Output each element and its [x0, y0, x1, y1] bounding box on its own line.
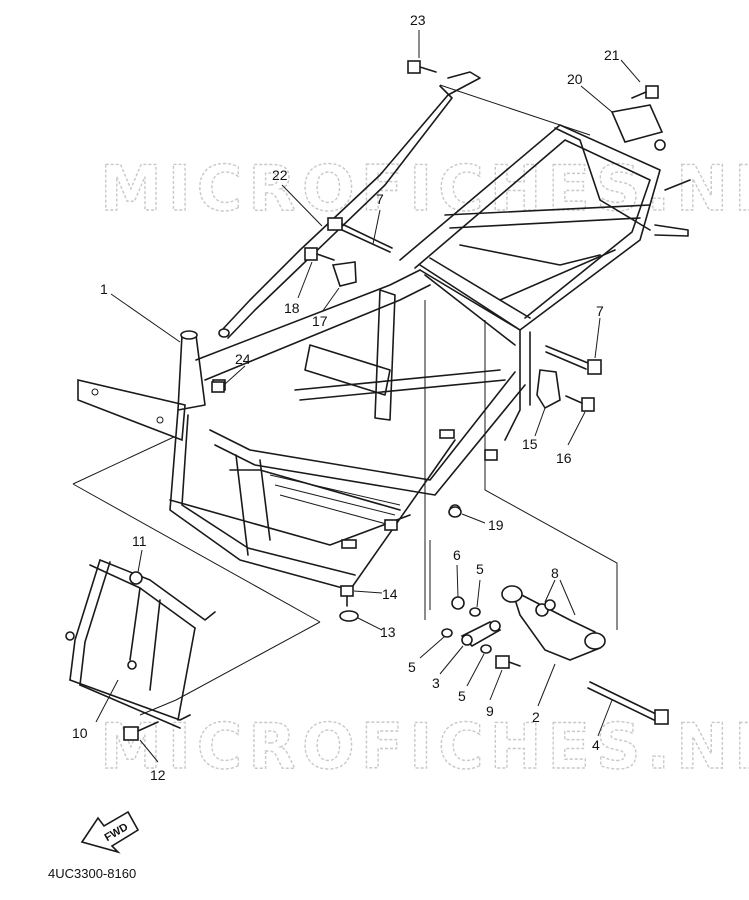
callout-20: 20	[567, 71, 583, 87]
callout-13: 13	[380, 624, 396, 640]
part-10-bar-assembly	[65, 559, 216, 729]
callout-7: 7	[376, 191, 384, 207]
part-7-bolt-lower	[545, 345, 602, 375]
fwd-direction-icon: FWD	[80, 810, 140, 854]
part-18-bolt	[304, 247, 335, 261]
callout-2: 2	[532, 709, 540, 725]
part-13-clip	[339, 610, 359, 622]
leader-lines	[95, 30, 641, 763]
part-17-clip	[331, 261, 357, 287]
part-19-collar	[448, 506, 462, 518]
callout-4: 4	[592, 737, 600, 753]
callout-3: 3	[432, 675, 440, 691]
callout-19: 19	[488, 517, 504, 533]
callout-8: 8	[551, 565, 559, 581]
callout-11: 11	[132, 533, 147, 549]
watermark-top: MICROFICHES.NET	[100, 152, 749, 225]
callout-15: 15	[522, 436, 538, 452]
callout-5: 5	[476, 561, 484, 577]
part-8-nuts	[535, 599, 556, 617]
part-21-bolt	[631, 85, 659, 99]
callout-5: 5	[408, 659, 416, 675]
part-12-bolt	[123, 721, 159, 741]
callout-9: 9	[486, 703, 494, 719]
part-14-bolt	[340, 585, 354, 607]
callout-21: 21	[604, 47, 620, 63]
callout-18: 18	[284, 300, 300, 316]
guide-lines	[72, 84, 618, 716]
callout-17: 17	[312, 313, 328, 329]
callout-16: 16	[556, 450, 572, 466]
main-frame	[77, 124, 691, 591]
callout-7: 7	[596, 303, 604, 319]
callout-22: 22	[272, 167, 288, 183]
callout-6: 6	[453, 547, 461, 563]
callout-1: 1	[100, 281, 108, 297]
part-24-block	[211, 381, 225, 393]
part-20-bracket	[610, 104, 666, 151]
callout-12: 12	[150, 767, 166, 783]
part-4-bolt	[587, 681, 669, 725]
part-5-washers	[441, 607, 492, 654]
part-16-bolt	[565, 395, 595, 412]
part-15-bracket	[536, 369, 561, 410]
callout-14: 14	[382, 586, 398, 602]
part-22-tube	[218, 71, 481, 339]
callout-labels: 1 2 3 4 5 5 5 6 7 7 8 9 10 11 12 13 14 1…	[72, 12, 620, 783]
callout-10: 10	[72, 725, 88, 741]
part-23-bolt	[407, 60, 437, 74]
callout-5: 5	[458, 688, 466, 704]
callout-24: 24	[235, 351, 251, 367]
part-9-bolt	[495, 655, 521, 669]
part-3-collar	[460, 620, 502, 647]
part-6-nut	[451, 596, 465, 610]
watermark-bottom: MICROFICHES.NET	[100, 710, 749, 783]
callout-23: 23	[410, 12, 426, 28]
part-11-nut	[129, 571, 143, 585]
part-2-bracket	[501, 585, 606, 661]
part-7-bolt-upper	[327, 217, 393, 253]
drawing-code: 4UC3300-8160	[48, 866, 136, 881]
